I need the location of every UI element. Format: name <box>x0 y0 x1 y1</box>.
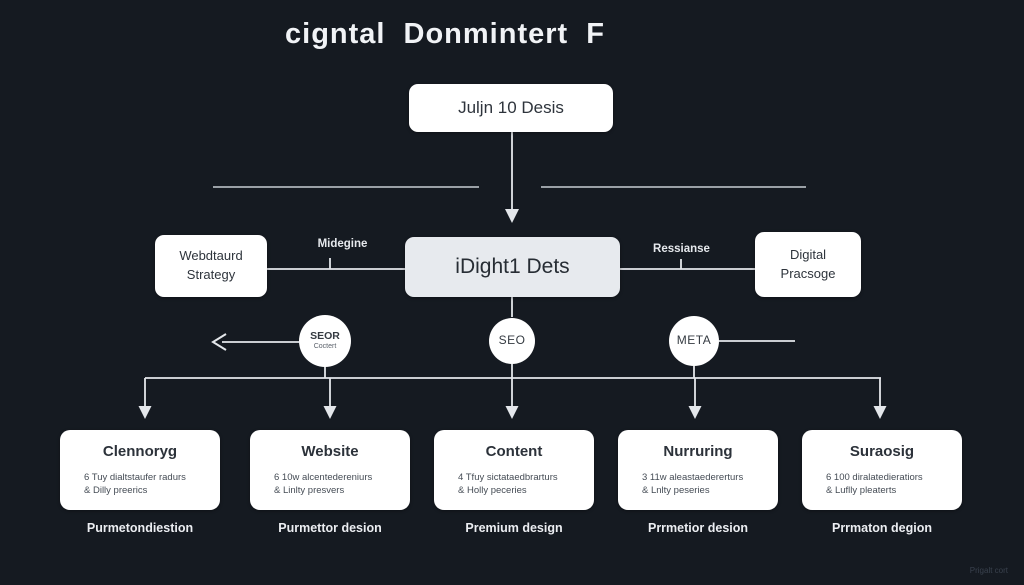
bottom-node-body-line2: & Lnlty peseries <box>642 485 710 497</box>
bottom-node-body-line2: & Holly peceries <box>458 485 527 497</box>
node-left-line1: Webdtaurd <box>179 248 243 264</box>
bottom-node-title: Suraosig <box>849 443 915 460</box>
bottom-caption-2: Purmettor desion <box>278 521 382 535</box>
node-right-line1: Digital <box>789 246 827 262</box>
watermark: Prigalt cort <box>969 566 1008 575</box>
bottom-caption-1: Purmetondiestion <box>86 521 194 535</box>
arrowhead-down-icon <box>688 406 702 419</box>
arrowhead-down-icon <box>323 406 337 419</box>
bottom-node-body: 6 10w alcentedereniurs & Linlty presvers <box>274 471 404 498</box>
arrowhead-left-icon <box>211 333 227 351</box>
arrowhead-down-icon <box>138 406 152 419</box>
bottom-node-title: Website <box>301 443 359 460</box>
bottom-node-title: Content <box>485 443 543 460</box>
bottom-node-title: Clennoryg <box>102 443 178 460</box>
circle-sublabel: Coctert <box>313 342 337 350</box>
circle-node-meta: META <box>669 316 719 366</box>
node-center: iDight1 Dets <box>405 237 620 297</box>
bottom-node-4: Nurruring 3 11w aleastaedererturs & Lnlt… <box>618 430 778 510</box>
bottom-node-body-line1: 6 Tuy dialtstaufer radurs <box>84 472 186 483</box>
arrowhead-down-icon <box>505 406 519 419</box>
node-right-digital: Digital Pracsoge <box>755 232 861 297</box>
bottom-caption-5: Prrmaton degion <box>831 521 932 535</box>
diagram-title: cigntal Donmintert F <box>285 18 605 50</box>
bottom-node-3: Content 4 Tfuy sictataedbrarturs & Holly… <box>434 430 594 510</box>
bottom-node-body-line1: 4 Tfuy sictataedbrarturs <box>458 472 558 483</box>
node-right-line2: Pracsoge <box>780 265 836 281</box>
bottom-node-body: 3 11w aleastaedererturs & Lnlty peseries <box>642 471 772 498</box>
bottom-node-body-line2: & Linlty presvers <box>274 485 345 497</box>
arrowhead-down-icon <box>873 406 887 419</box>
bottom-node-body-line2: & Luflly pleaterts <box>826 485 897 497</box>
bottom-node-body-line1: 6 10w alcentedereniurs <box>274 472 373 483</box>
bottom-node-body: 6 Tuy dialtstaufer radurs & Dilly preeri… <box>84 471 214 498</box>
bottom-node-title: Nurruring <box>663 443 733 460</box>
circle-label: META <box>676 333 712 348</box>
arrowheads <box>138 209 887 419</box>
bottom-caption-3: Premium design <box>465 521 563 535</box>
node-left-strategy: Webdtaurd Strategy <box>155 235 267 297</box>
circle-label: SEOR <box>310 330 340 343</box>
bottom-node-body-line1: 3 11w aleastaedererturs <box>642 472 744 483</box>
bottom-node-2: Website 6 10w alcentedereniurs & Linlty … <box>250 430 410 510</box>
arrowhead-down-icon <box>505 209 519 223</box>
node-center-label: iDight1 Dets <box>455 255 570 278</box>
circle-node-seor: SEOR Coctert <box>299 315 351 367</box>
connector-label-left: Midegine <box>317 238 368 250</box>
bottom-caption-4: Prrmetior desion <box>647 521 749 535</box>
circle-label: SEO <box>498 333 526 348</box>
node-top-label: Juljn 10 Desis <box>458 98 564 117</box>
bottom-node-5: Suraosig 6 100 diralatedieratiors & Lufl… <box>802 430 962 510</box>
circle-node-seo: SEO <box>489 318 535 364</box>
node-top: Juljn 10 Desis <box>409 84 613 132</box>
node-left-line2: Strategy <box>186 267 236 282</box>
bottom-node-body: 4 Tfuy sictataedbrarturs & Holly pecerie… <box>458 471 588 498</box>
bottom-node-body-line2: & Dilly preerics <box>84 485 148 497</box>
bottom-node-1: Clennoryg 6 Tuy dialtstaufer radurs & Di… <box>60 430 220 510</box>
connector-label-right: Ressianse <box>653 243 710 255</box>
bottom-node-body-line1: 6 100 diralatedieratiors <box>826 472 923 483</box>
flow-lines <box>144 132 881 407</box>
bottom-node-body: 6 100 diralatedieratiors & Luflly pleate… <box>826 471 956 498</box>
